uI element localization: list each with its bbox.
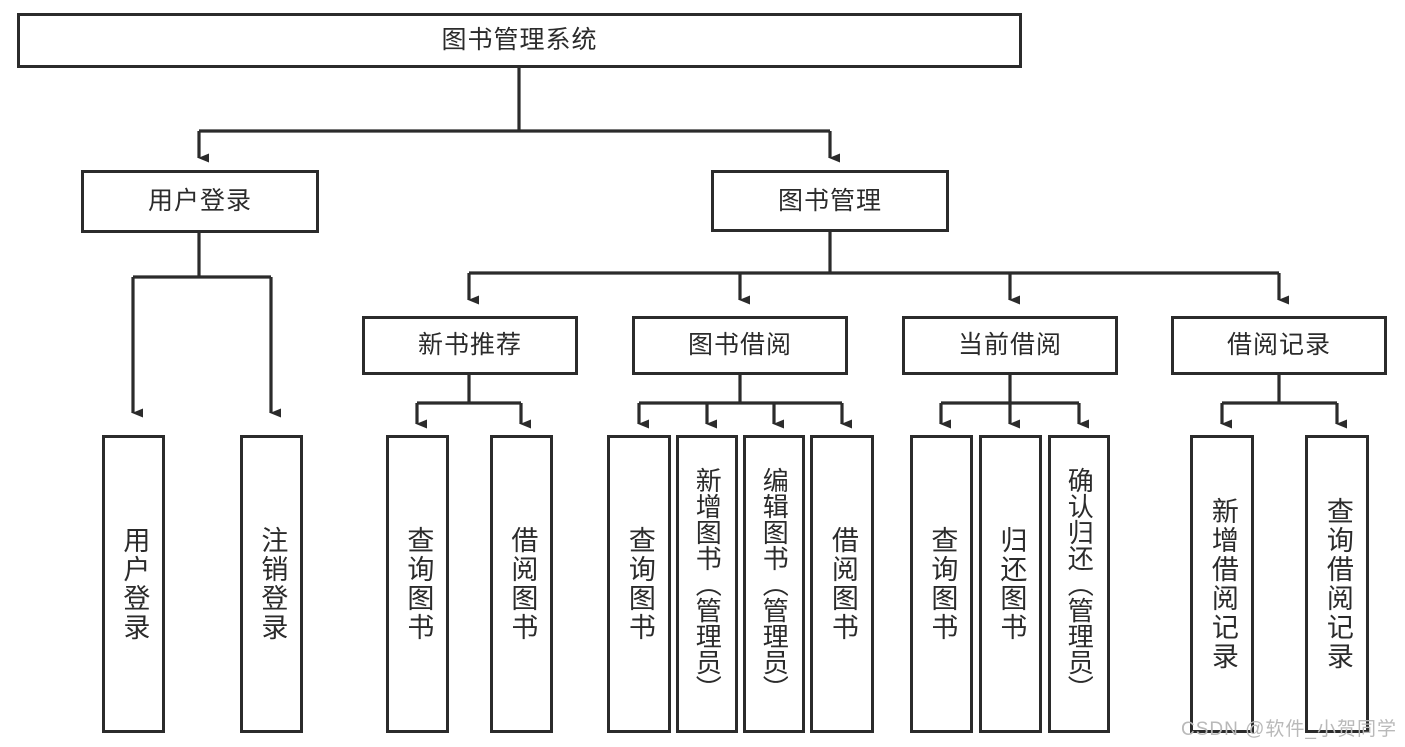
leaf-query-book-recommend[interactable]: 查询图书 xyxy=(386,435,449,733)
leaf-user-login[interactable]: 用户登录 xyxy=(102,435,165,733)
node-label: 查询图书 xyxy=(403,526,434,642)
node-current-borrow[interactable]: 当前借阅 xyxy=(902,316,1118,375)
node-label: 用户登录 xyxy=(119,526,150,642)
node-label: 确认归还（管理员） xyxy=(1064,467,1095,701)
node-new-book-recommend[interactable]: 新书推荐 xyxy=(362,316,578,375)
node-label: 借阅图书 xyxy=(827,526,858,642)
leaf-add-book-admin[interactable]: 新增图书（管理员） xyxy=(676,435,738,733)
leaf-add-borrow-record[interactable]: 新增借阅记录 xyxy=(1190,435,1254,733)
leaf-borrow-book-recommend[interactable]: 借阅图书 xyxy=(490,435,553,733)
leaf-query-book-current[interactable]: 查询图书 xyxy=(910,435,973,733)
watermark-text: CSDN @软件_小贺同学 xyxy=(1181,719,1397,740)
node-user-login[interactable]: 用户登录 xyxy=(81,170,319,233)
node-label: 查询图书 xyxy=(927,526,958,642)
node-label: 借阅记录 xyxy=(1226,331,1331,360)
node-label: 查询图书 xyxy=(624,526,655,642)
leaf-return-book[interactable]: 归还图书 xyxy=(979,435,1042,733)
leaf-query-book-borrow[interactable]: 查询图书 xyxy=(607,435,671,733)
node-label: 图书管理 xyxy=(777,186,882,215)
node-root-system[interactable]: 图书管理系统 xyxy=(17,13,1022,68)
node-label: 用户登录 xyxy=(147,187,252,216)
leaf-edit-book-admin[interactable]: 编辑图书（管理员） xyxy=(743,435,805,733)
node-book-borrow[interactable]: 图书借阅 xyxy=(632,316,848,375)
node-label: 注销登录 xyxy=(257,526,288,642)
node-label: 归还图书 xyxy=(996,526,1027,642)
leaf-borrow-book[interactable]: 借阅图书 xyxy=(810,435,874,733)
node-label: 编辑图书（管理员） xyxy=(759,467,790,701)
node-label: 借阅图书 xyxy=(507,526,538,642)
node-label: 图书借阅 xyxy=(687,331,792,360)
leaf-user-logout[interactable]: 注销登录 xyxy=(240,435,303,733)
leaf-confirm-return-admin[interactable]: 确认归还（管理员） xyxy=(1048,435,1110,733)
node-label: 查询借阅记录 xyxy=(1322,497,1353,671)
node-book-management[interactable]: 图书管理 xyxy=(711,170,949,232)
node-borrow-records[interactable]: 借阅记录 xyxy=(1171,316,1387,375)
leaf-query-borrow-record[interactable]: 查询借阅记录 xyxy=(1305,435,1369,733)
node-label: 新增图书（管理员） xyxy=(692,467,723,701)
node-label: 新书推荐 xyxy=(417,331,522,360)
node-label: 当前借阅 xyxy=(957,331,1062,360)
node-label: 新增借阅记录 xyxy=(1207,497,1238,671)
node-label: 图书管理系统 xyxy=(441,26,598,55)
